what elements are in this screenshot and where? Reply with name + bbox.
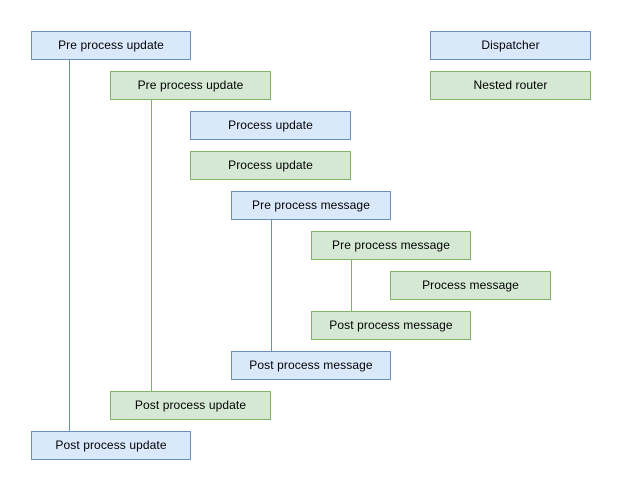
flow-node[interactable]: Pre process message [231, 191, 391, 220]
connector-nested-message-span [351, 260, 352, 311]
flow-node[interactable]: Pre process update [110, 71, 271, 100]
flow-node[interactable]: Process update [190, 151, 351, 180]
flow-node[interactable]: Post process update [31, 431, 191, 460]
legend-item-nested[interactable]: Nested router [430, 71, 591, 100]
flow-node[interactable]: Pre process update [31, 31, 191, 60]
connector-nested-update-span [151, 100, 152, 391]
flow-node-label: Post process update [55, 438, 167, 453]
flow-node-label: Process update [228, 118, 313, 133]
flow-node[interactable]: Process message [390, 271, 551, 300]
flow-node[interactable]: Process update [190, 111, 351, 140]
flow-node-label: Pre process message [252, 198, 370, 213]
flow-node[interactable]: Pre process message [311, 231, 471, 260]
flow-node-label: Post process message [329, 318, 453, 333]
flow-node-label: Pre process update [137, 78, 244, 93]
legend-item-label: Dispatcher [481, 38, 540, 53]
flow-node-label: Process update [228, 158, 313, 173]
flow-node[interactable]: Post process message [311, 311, 471, 340]
flow-node[interactable]: Post process update [110, 391, 271, 420]
legend-item-dispatcher[interactable]: Dispatcher [430, 31, 591, 60]
flow-node-label: Post process message [249, 358, 373, 373]
connector-dispatcher-update-span [69, 60, 70, 431]
flow-node-label: Pre process update [58, 38, 164, 53]
flow-node-label: Post process update [134, 398, 247, 413]
legend-item-label: Nested router [473, 78, 548, 93]
connector-dispatcher-message-span [271, 220, 272, 351]
flow-node-label: Pre process message [332, 238, 450, 253]
flow-node[interactable]: Post process message [231, 351, 391, 380]
flow-node-label: Process message [422, 278, 519, 293]
